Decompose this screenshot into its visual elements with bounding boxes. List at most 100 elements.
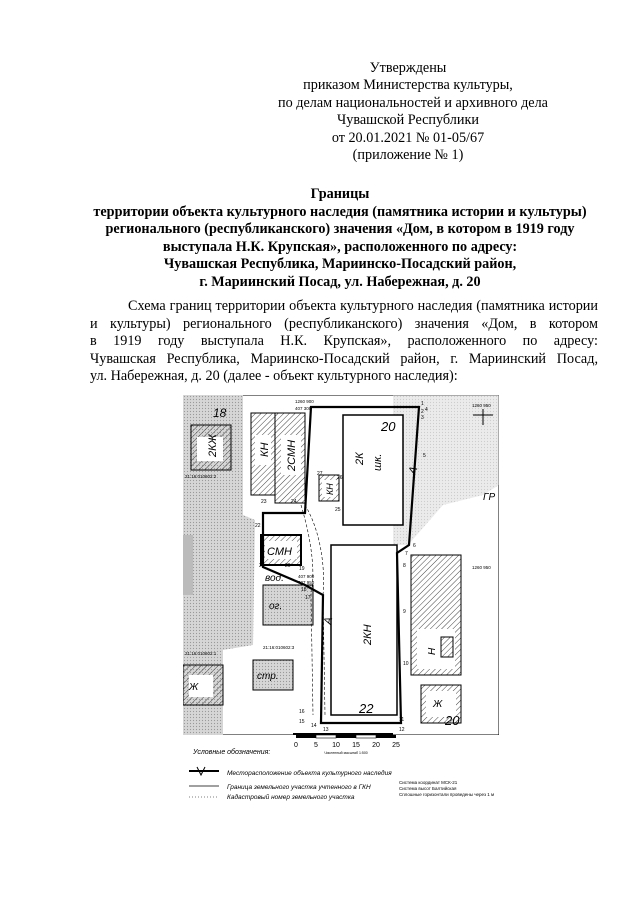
building-label: КН [259, 443, 271, 457]
point-label: 12 [399, 727, 405, 733]
point-label: 22 [255, 523, 261, 529]
approval-block: Утверждены приказом Министерства культур… [278, 60, 548, 164]
building-label: А [406, 465, 420, 477]
building-label-bg [189, 675, 213, 697]
point-label: 18 [301, 587, 307, 593]
point-label: 11 [399, 717, 404, 723]
neighbour-plot-shading [393, 395, 499, 545]
point-label: 26 [337, 475, 343, 481]
point-label: 9 [403, 609, 406, 615]
building-label: СМН [267, 546, 292, 558]
intro-line: Схема границ территории объекта культурн… [128, 298, 598, 314]
legend-svg: Условные обозначения: Месторасположение … [189, 748, 494, 801]
building-label: Н [427, 647, 438, 655]
point-label: 4 [425, 407, 428, 413]
title-line: выступала Н.К. Крупская», расположенного… [162, 238, 518, 255]
building-label: вод. [265, 573, 284, 584]
neighbour-plot-shading [183, 395, 255, 735]
legend-line-bold [189, 770, 219, 772]
point-label: 21 [259, 563, 265, 569]
point-label: 20 [285, 563, 291, 569]
building-label-bg [322, 480, 336, 497]
scale-segment [355, 734, 377, 739]
title-line: территории объекта культурного наследия … [93, 203, 587, 220]
plot-number: 22 [358, 701, 374, 716]
building-label: 2К [354, 452, 366, 466]
title-line: регионального (республиканского) значени… [105, 221, 575, 237]
scale-segment [336, 735, 356, 738]
legend-note: Система высот Балтийская [399, 785, 457, 791]
building-label: ог. [269, 601, 282, 612]
boundary-scheme-map: 18 20 22 20 2КЖ КН 2СМН 2К шк. КН СМН во… [183, 395, 499, 735]
intro-line: Чувашская Республика, Мариинско-Посадски… [90, 350, 598, 367]
approval-line: от 20.01.2021 № 01-05/67 [331, 129, 485, 146]
plot-number: 18 [213, 406, 227, 420]
site-marker-icon [196, 766, 206, 777]
building-label-bg [426, 691, 456, 717]
point-label: 14 [311, 723, 317, 729]
point-label: 15 [299, 719, 305, 725]
coordinate-label: 407 300 [295, 406, 312, 411]
scale-tick: 5 [314, 742, 318, 749]
approval-line: (приложение № 1) [352, 147, 464, 164]
shed [252, 659, 294, 691]
garden-plot [262, 584, 314, 626]
cadastral-label: 21:16:010602:2 [185, 474, 217, 479]
coordinate-label: 1260 950 [472, 403, 491, 408]
building-label-bg [255, 435, 271, 465]
scale-svg: 0 5 10 15 20 25 Численный масштаб 1:500 [294, 734, 400, 755]
point-label: 5 [423, 453, 426, 459]
approval-line: Утверждены [369, 60, 447, 76]
building-label: Ж [188, 682, 199, 693]
scale-tick: 25 [392, 742, 400, 749]
plot-number: 20 [380, 419, 396, 434]
approval-line: приказом Министерства культуры, [303, 77, 513, 94]
coordinate-label: 407 900 [298, 574, 315, 579]
point-label: 2 [421, 409, 424, 415]
plot-number: 20 [444, 713, 460, 728]
building-label: Ж [432, 699, 443, 710]
path-line [300, 504, 314, 716]
legend-item: Кадастровый номер земельного участка [227, 793, 355, 801]
point-label: 6 [413, 543, 416, 549]
point-label: 25 [335, 507, 341, 513]
cadastral-label: 21:16:010602:3 [263, 645, 295, 650]
scale-segment [315, 734, 337, 739]
intro-line: в 1919 году выступала Н.К. Крупская», ра… [90, 333, 598, 350]
scale-tick: 0 [294, 742, 298, 749]
point-label: 19 [299, 566, 305, 572]
point-label: 17 [305, 595, 311, 601]
point-label: 7 [405, 551, 408, 557]
scale-bar [293, 733, 393, 735]
point-label: 1 [421, 401, 424, 407]
title-line: Чувашская Республика, Мариинско-Посадски… [163, 256, 517, 272]
intro-line: ул. Набережная, д. 20 (далее - объект ку… [90, 368, 458, 385]
point-label: 24 [291, 499, 297, 505]
legend-note: Система координат МСК-21 [399, 780, 458, 785]
intro-line: и культуры) регионального (республиканск… [90, 315, 598, 332]
scale-tick: 15 [352, 742, 360, 749]
coordinate-label: 407 950 [298, 580, 315, 585]
coordinate-label: 1260 900 [295, 399, 314, 404]
building-label: КН [325, 483, 335, 495]
point-label: 8 [403, 563, 406, 569]
scale-unit: Численный масштаб 1:500 [324, 751, 368, 755]
scale-block: 0 5 10 15 20 25 Численный масштаб 1:500 [290, 734, 410, 764]
building-n-small [440, 636, 454, 658]
building-label: 2СМН [286, 440, 298, 472]
building-label-bg [265, 541, 297, 559]
point-label: 10 [403, 661, 409, 667]
building-label: 2КЖ [207, 433, 219, 458]
point-label: 13 [323, 727, 329, 733]
point-label: 23 [261, 499, 267, 505]
school-building [342, 414, 404, 526]
approval-line: Чувашской Республики [337, 112, 479, 129]
approval-line: по делам национальностей и архивного дел… [278, 94, 548, 111]
legend-heading: Условные обозначения: [192, 748, 270, 756]
title-line: Границы [310, 186, 370, 202]
legend: Условные обозначения: Месторасположение … [183, 744, 523, 814]
map-svg: 18 20 22 20 2КЖ КН 2СМН 2К шк. КН СМН во… [183, 395, 499, 735]
intro-paragraph: Схема границ территории объекта культурн… [90, 298, 598, 386]
legend-note: Сплошные горизонтали проведены через 1 м [399, 792, 494, 797]
scale-segment [296, 735, 316, 738]
